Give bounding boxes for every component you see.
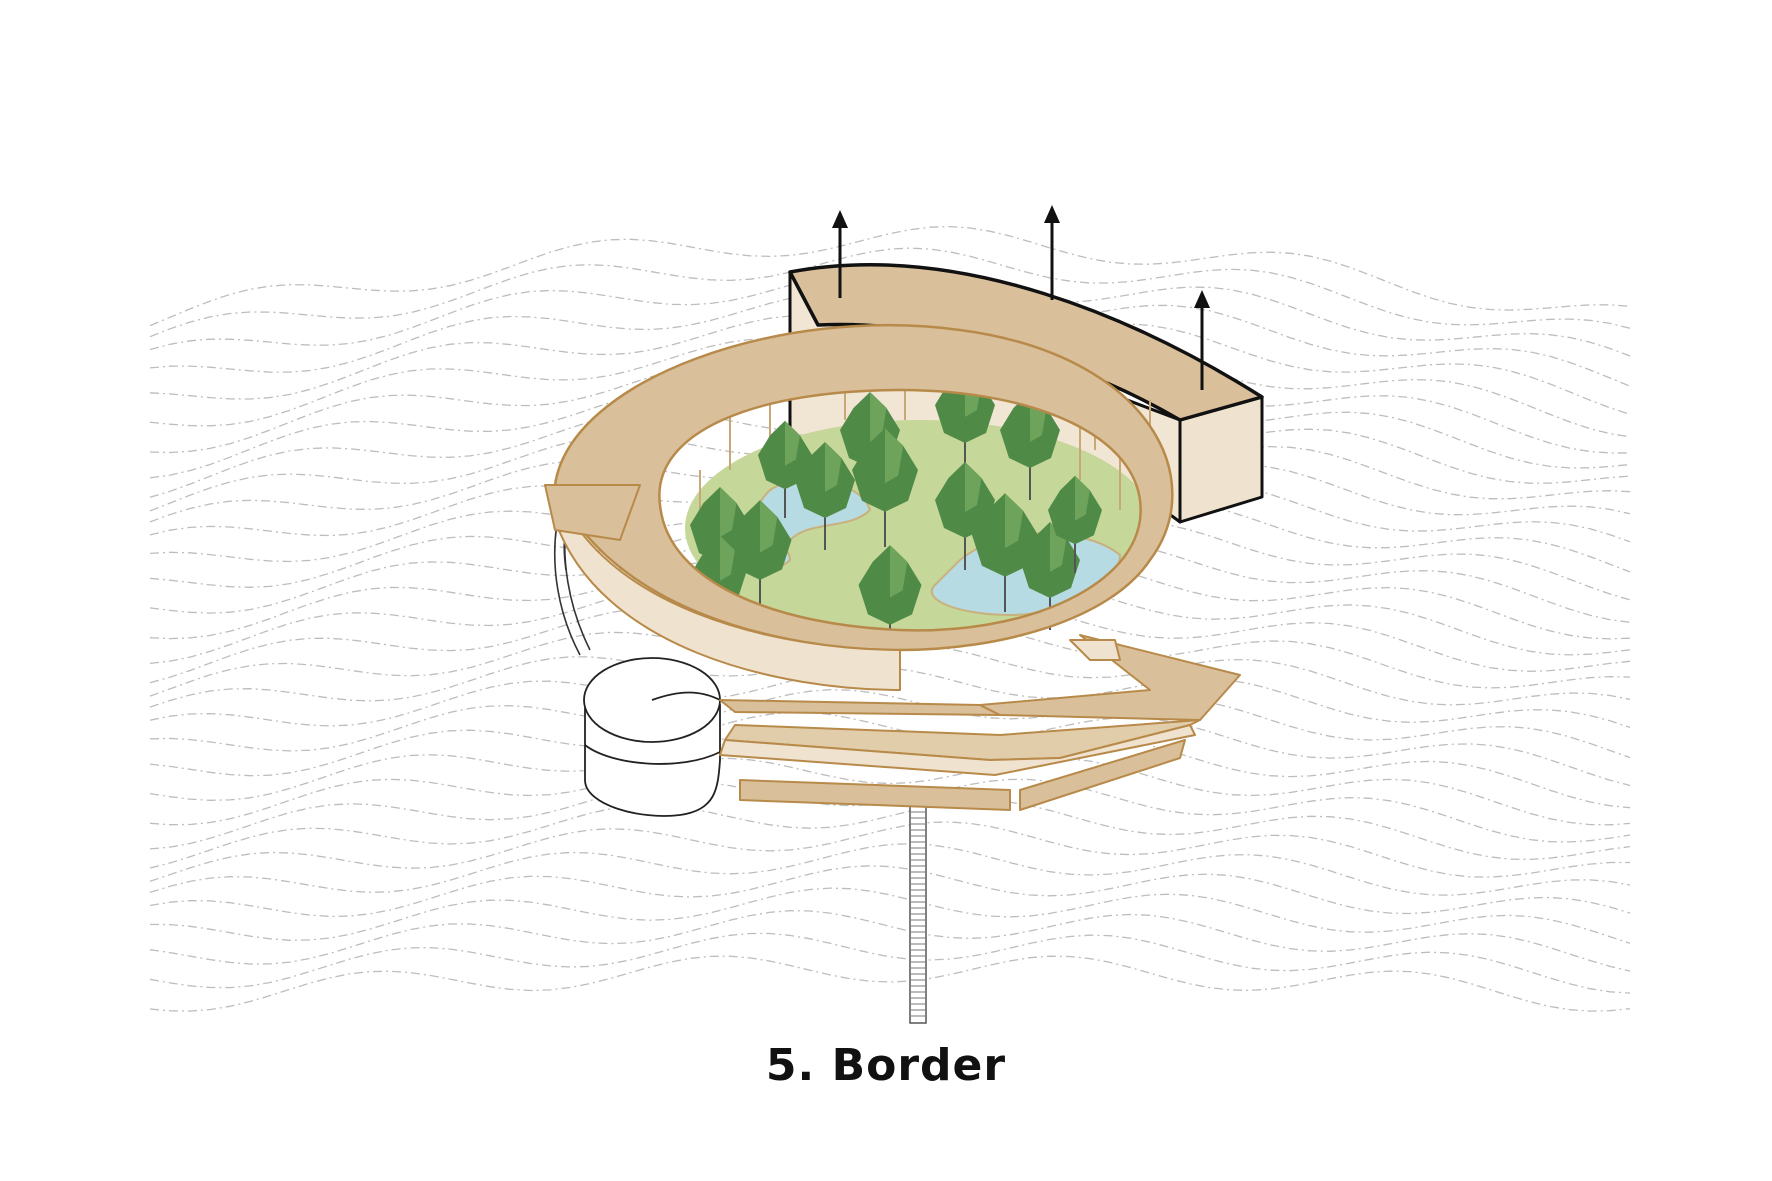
contour-line (149, 757, 1631, 826)
arrow-up-icon (1194, 290, 1210, 390)
upward-arrows (832, 205, 1210, 390)
contour-line (149, 269, 1631, 357)
contour-line (149, 468, 1631, 543)
arrow-up-icon (1044, 205, 1060, 300)
front-pavilion (583, 657, 721, 817)
tree-icon (858, 545, 922, 659)
contour-line (149, 689, 1631, 759)
tree-icon (935, 462, 995, 570)
contour-line (149, 490, 1631, 573)
contour-line (149, 247, 1631, 338)
tree-icon (852, 428, 918, 547)
stair-pole (909, 794, 927, 1024)
contour-line (149, 644, 1631, 708)
contour-line (149, 887, 1631, 944)
contour-line (149, 403, 1631, 498)
diagram-caption: 5. Border (765, 1040, 1007, 1091)
tree-icon (758, 420, 812, 518)
contour-line (149, 225, 1631, 327)
contour-line (149, 666, 1631, 729)
contour-line (149, 778, 1631, 850)
contour-line (149, 382, 1631, 479)
contour-line (149, 292, 1631, 387)
contour-line (149, 338, 1631, 438)
contour-line (149, 910, 1631, 972)
tree-icon (795, 442, 855, 550)
contour-line (149, 843, 1631, 896)
ring-deck (544, 323, 1174, 691)
contour-line (149, 955, 1631, 1012)
contour-line (149, 799, 1631, 869)
contour-line (149, 865, 1631, 918)
arrow-up-icon (832, 210, 848, 298)
contour-line (149, 424, 1631, 512)
contour-line (149, 932, 1631, 994)
contour-line (149, 711, 1631, 787)
contour-line (149, 734, 1631, 809)
contour-line (149, 821, 1630, 882)
terrace-steps (719, 634, 1241, 811)
contour-line (149, 362, 1631, 454)
tree-icon (728, 500, 792, 614)
tree-icon (1048, 475, 1102, 573)
tree-icon (972, 493, 1038, 612)
